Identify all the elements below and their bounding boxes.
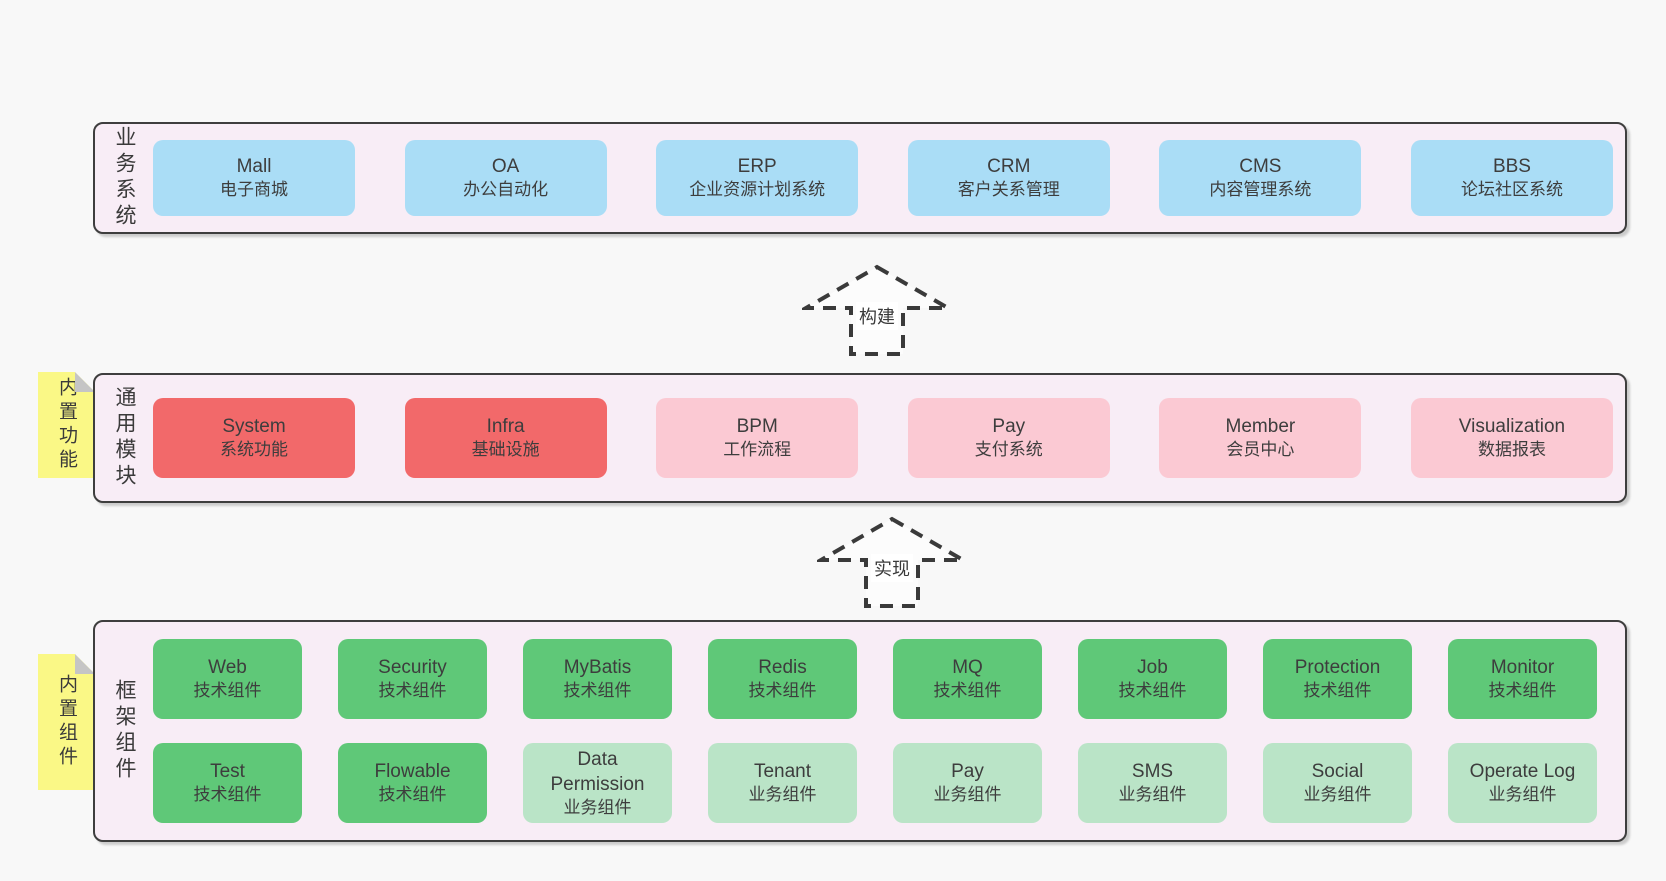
implement-arrow-label: 实现 — [871, 554, 913, 582]
box-mq: MQ 技术组件 — [893, 639, 1042, 719]
box-oa: OA 办公自动化 — [404, 140, 607, 216]
box-member: Member 会员中心 — [1159, 398, 1362, 478]
box-tenant: Tenant 业务组件 — [708, 743, 857, 823]
business-boxes-row: Mall 电子商城 OA 办公自动化 ERP 企业资源计划系统 CRM 客户关系… — [153, 124, 1613, 232]
box-security: Security 技术组件 — [338, 639, 487, 719]
sticky-note-builtin-components: 内置组件 — [38, 654, 95, 790]
box-job: Job 技术组件 — [1078, 639, 1227, 719]
components-row-1: Web 技术组件 Security 技术组件 MyBatis 技术组件 Redi… — [153, 639, 1597, 719]
box-sms: SMS 业务组件 — [1078, 743, 1227, 823]
components-row-2: Test 技术组件 Flowable 技术组件 Data Permission … — [153, 743, 1597, 823]
modules-boxes-row: System 系统功能 Infra 基础设施 BPM 工作流程 Pay 支付系统… — [153, 375, 1613, 501]
layer-framework-components: 框架组件 Web 技术组件 Security 技术组件 MyBatis 技术组件… — [93, 620, 1627, 842]
fold-corner-icon — [75, 372, 95, 392]
box-monitor: Monitor 技术组件 — [1448, 639, 1597, 719]
components-grid: Web 技术组件 Security 技术组件 MyBatis 技术组件 Redi… — [153, 622, 1597, 840]
layer-framework-components-label: 框架组件 — [113, 679, 136, 783]
fold-corner-icon — [75, 654, 95, 674]
sticky-note-builtin-components-label: 内置组件 — [56, 674, 77, 770]
layer-common-modules: 通用模块 System 系统功能 Infra 基础设施 BPM 工作流程 Pay… — [93, 373, 1627, 503]
box-erp: ERP 企业资源计划系统 — [656, 140, 859, 216]
box-system: System 系统功能 — [153, 398, 355, 478]
box-mall: Mall 电子商城 — [153, 140, 355, 216]
box-social: Social 业务组件 — [1263, 743, 1412, 823]
box-crm: CRM 客户关系管理 — [907, 140, 1110, 216]
box-cms: CMS 内容管理系统 — [1159, 140, 1362, 216]
box-bbs: BBS 论坛社区系统 — [1410, 140, 1613, 216]
build-arrow: 构建 — [802, 262, 952, 358]
sticky-note-builtin-features: 内置功能 — [38, 372, 95, 478]
box-test: Test 技术组件 — [153, 743, 302, 823]
box-flowable: Flowable 技术组件 — [338, 743, 487, 823]
layer-business-systems: 业务系统 Mall 电子商城 OA 办公自动化 ERP 企业资源计划系统 CRM… — [93, 122, 1627, 234]
box-mybatis: MyBatis 技术组件 — [523, 639, 672, 719]
box-protection: Protection 技术组件 — [1263, 639, 1412, 719]
layer-business-systems-label: 业务系统 — [113, 126, 136, 230]
box-redis: Redis 技术组件 — [708, 639, 857, 719]
box-bpm: BPM 工作流程 — [656, 398, 859, 478]
build-arrow-label: 构建 — [856, 302, 898, 330]
box-visualization: Visualization 数据报表 — [1410, 398, 1613, 478]
implement-arrow: 实现 — [817, 514, 967, 610]
box-web: Web 技术组件 — [153, 639, 302, 719]
box-pay-component: Pay 业务组件 — [893, 743, 1042, 823]
box-operate-log: Operate Log 业务组件 — [1448, 743, 1597, 823]
layer-common-modules-label: 通用模块 — [113, 386, 136, 490]
box-infra: Infra 基础设施 — [404, 398, 607, 478]
sticky-note-builtin-features-label: 内置功能 — [56, 377, 77, 473]
box-data-permission: Data Permission 业务组件 — [523, 743, 672, 823]
box-pay-module: Pay 支付系统 — [907, 398, 1110, 478]
